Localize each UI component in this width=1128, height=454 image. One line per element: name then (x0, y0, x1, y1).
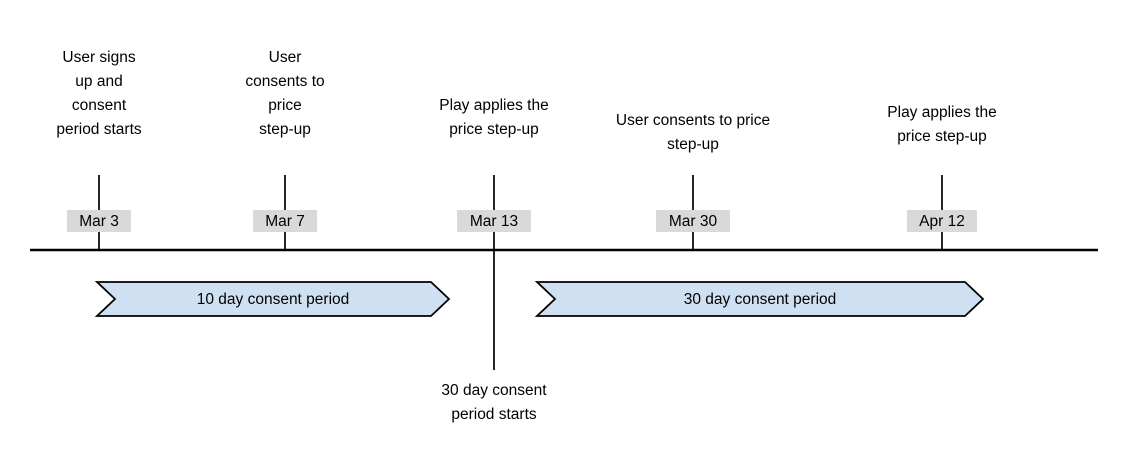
event-captions-group: User signs up and consent period starts … (56, 49, 996, 153)
event-caption-line: Play applies the (887, 104, 996, 121)
consent-bands-group: 10 day consent period 30 day consent per… (94, 281, 985, 317)
event-below-caption-mar-13: 30 day consent period starts (441, 382, 547, 423)
event-caption-mar-7: User consents to price step-up (245, 49, 324, 138)
event-caption-line: consent (72, 97, 127, 114)
date-chip-label: Mar 3 (79, 213, 119, 230)
date-chip-label: Mar 13 (470, 213, 518, 230)
consent-band-shape[interactable] (534, 281, 985, 317)
event-caption-line: User consents to price (616, 112, 770, 129)
date-chip-background (457, 210, 531, 232)
event-caption-mar-3: User signs up and consent period starts (56, 49, 142, 138)
date-chip-mar-3: Mar 3 (67, 210, 131, 232)
consent-band-label: 10 day consent period (197, 291, 350, 308)
event-below-caption-line: period starts (451, 406, 537, 423)
tick-marks-group (98, 175, 943, 370)
date-chips-group: Mar 3 Mar 7 Mar 13 Mar 30 Apr 12 (67, 210, 977, 232)
event-caption-line: step-up (667, 136, 719, 153)
date-chip-apr-12: Apr 12 (907, 210, 977, 232)
event-below-caption-line: 30 day consent (441, 382, 547, 399)
consent-band-shape[interactable] (94, 281, 451, 317)
event-caption-line: up and (75, 73, 122, 90)
event-caption-line: consents to (245, 73, 324, 90)
date-chip-mar-13: Mar 13 (457, 210, 531, 232)
date-chip-label: Mar 7 (265, 213, 305, 230)
consent-band-10-day[interactable]: 10 day consent period (94, 281, 451, 317)
date-chip-mar-30: Mar 30 (656, 210, 730, 232)
event-caption-mar-13: Play applies the price step-up (439, 97, 548, 138)
date-chip-mar-7: Mar 7 (253, 210, 317, 232)
consent-band-30-day[interactable]: 30 day consent period (534, 281, 985, 317)
event-caption-line: period starts (56, 121, 142, 138)
event-caption-mar-30: User consents to price step-up (616, 112, 770, 153)
event-caption-line: Play applies the (439, 97, 548, 114)
date-chip-background (656, 210, 730, 232)
date-chip-label: Apr 12 (919, 213, 965, 230)
date-chip-label: Mar 30 (669, 213, 718, 230)
date-chip-background (907, 210, 977, 232)
date-chip-background (67, 210, 131, 232)
event-caption-apr-12: Play applies the price step-up (887, 104, 996, 145)
event-caption-line: price step-up (449, 121, 539, 138)
event-caption-line: step-up (259, 121, 311, 138)
event-caption-line: price step-up (897, 128, 987, 145)
consent-band-label: 30 day consent period (684, 291, 837, 308)
event-caption-line: User signs (62, 49, 135, 66)
date-chip-background (253, 210, 317, 232)
event-caption-line: User (269, 49, 302, 66)
event-caption-line: price (268, 97, 302, 114)
